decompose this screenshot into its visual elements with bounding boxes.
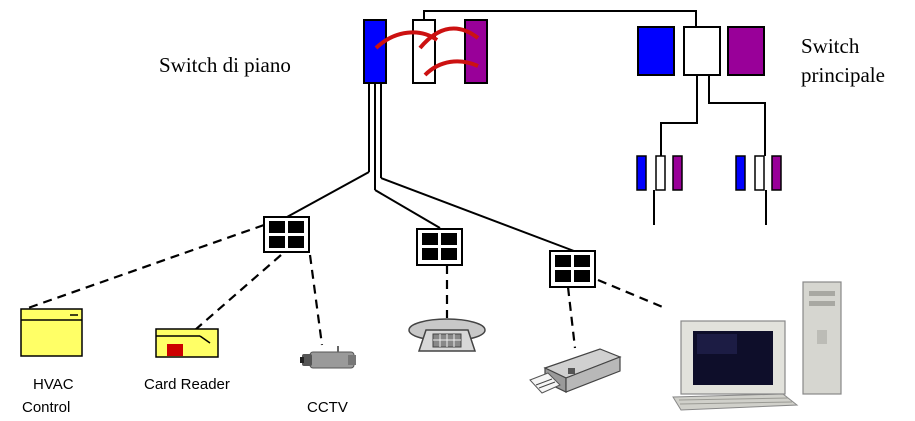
printer-icon: [530, 349, 620, 393]
floor-switch-label: Switch di piano: [159, 53, 291, 77]
main-switch: [638, 27, 764, 75]
floor-switch: [364, 20, 487, 83]
floor-switch-blue-panel: [364, 20, 386, 83]
main-switch-blue-panel: [638, 27, 674, 75]
network-outlet-3: [550, 251, 595, 287]
horizontal-cabling: [287, 83, 574, 251]
network-outlet-1: [264, 217, 309, 252]
cctv-camera-icon: [300, 346, 356, 368]
hvac-control-icon: [21, 309, 82, 356]
main-switch-label-line2: principale: [801, 63, 885, 87]
card-reader-label: Card Reader: [144, 376, 230, 393]
main-switch-white-panel: [684, 27, 720, 75]
main-switch-purple-panel: [728, 27, 764, 75]
small-switch-b: [736, 156, 781, 225]
card-reader-icon: [156, 329, 218, 357]
main-switch-downlinks: [661, 75, 765, 156]
cctv-label: CCTV: [307, 399, 348, 416]
desktop-computer-icon: [673, 282, 841, 410]
network-outlet-2: [417, 229, 462, 265]
telephone-icon: [409, 319, 485, 351]
hvac-label-line2: Control: [22, 399, 70, 416]
main-switch-label-line1: Switch: [801, 34, 860, 58]
small-switch-a: [637, 156, 682, 225]
hvac-label-line1: HVAC: [33, 376, 74, 393]
floor-switch-purple-panel: [465, 20, 487, 83]
